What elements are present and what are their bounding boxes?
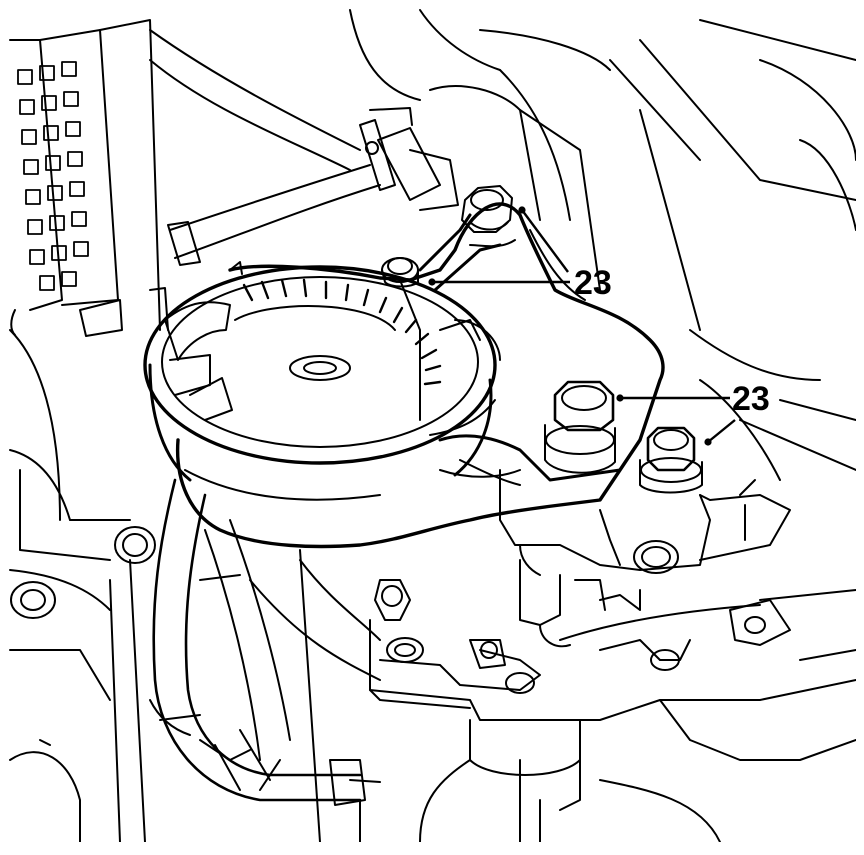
hoses-upper <box>149 29 459 266</box>
leader-dot <box>428 278 436 286</box>
subframe-beam <box>109 519 321 842</box>
leader-dot <box>518 206 526 214</box>
bolt-lower-right <box>639 426 703 494</box>
callout-label-lower: 23 <box>732 380 770 418</box>
leader-lines-lower <box>620 396 736 443</box>
tensioner-assembly <box>143 202 665 549</box>
hose-lower <box>149 478 381 842</box>
body-frame-left <box>9 309 156 842</box>
mount-bracket-arm <box>418 213 586 301</box>
leader-lines-upper <box>432 209 570 284</box>
radiator-grille <box>9 19 169 337</box>
bolt-middle <box>381 257 419 288</box>
callout-label-upper: 23 <box>574 264 612 302</box>
bolt-lower-left <box>544 380 616 474</box>
bolt-upper <box>461 185 513 233</box>
mount-body-lower <box>438 434 791 648</box>
leader-dot <box>616 394 624 402</box>
leader-dot <box>704 438 712 446</box>
engine-block-upper <box>349 9 856 481</box>
transmission-housing <box>249 559 856 842</box>
